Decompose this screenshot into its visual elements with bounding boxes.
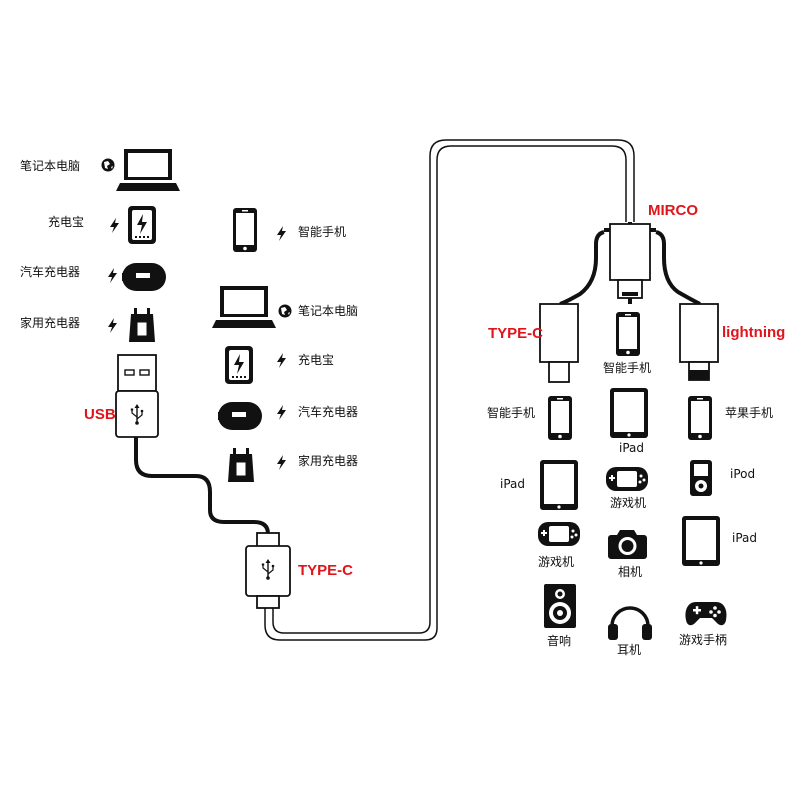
device-label: 苹果手机 — [725, 406, 773, 420]
tablet-icon — [682, 516, 720, 566]
bolt-icon — [277, 405, 286, 420]
bolt-icon — [110, 218, 119, 233]
middle-item-label: 家用充电器 — [298, 453, 358, 468]
device-label: iPod — [730, 467, 755, 481]
speaker-icon — [544, 584, 576, 628]
phone-icon — [688, 396, 712, 440]
device-grid: 智能手机 智能手机 iPad 苹果手机 iPad 游戏机 iPod 游戏机 相机… — [487, 312, 773, 657]
typec-connector-splitter — [539, 303, 579, 383]
lightning-label: lightning — [722, 324, 785, 341]
middle-item-label: 笔记本电脑 — [298, 303, 358, 318]
middle-column: 智能手机 笔记本电脑 充电宝 汽车充电器 家用充电器 — [212, 208, 358, 483]
wall-charger-icon — [128, 307, 156, 343]
globe-icon — [278, 304, 292, 318]
left-item-label: 汽车充电器 — [20, 264, 80, 279]
bolt-icon — [108, 318, 117, 333]
device-label: 游戏手柄 — [679, 633, 727, 647]
phone-icon — [548, 396, 572, 440]
device-label: 耳机 — [617, 643, 641, 657]
phone-icon — [233, 208, 257, 252]
device-label: 智能手机 — [487, 405, 535, 420]
typec-connector-bottom — [245, 532, 291, 609]
bolt-icon — [277, 226, 286, 241]
car-charger-icon — [218, 402, 262, 430]
device-label: 游戏机 — [538, 555, 574, 569]
usb-label: USB — [84, 406, 116, 423]
tablet-icon — [540, 460, 578, 510]
middle-item-label: 充电宝 — [298, 352, 334, 367]
device-label: iPad — [619, 441, 644, 455]
bolt-icon — [277, 353, 286, 368]
device-label: iPad — [500, 477, 525, 491]
wall-charger-icon — [227, 447, 255, 483]
device-label: 相机 — [618, 565, 642, 579]
cable-split-micro — [559, 222, 701, 306]
car-charger-icon — [122, 263, 166, 291]
cable-loop-inner — [272, 139, 635, 634]
bolt-icon — [277, 455, 286, 470]
left-column: 笔记本电脑 充电宝 汽车充电器 家用充电器 — [20, 149, 180, 343]
usb-connector — [115, 354, 159, 438]
bolt-icon — [108, 268, 117, 283]
globe-icon — [101, 158, 115, 172]
device-label: 智能手机 — [603, 360, 651, 375]
typec-label-splitter: TYPE-C — [488, 325, 543, 342]
power-bank-icon — [128, 206, 156, 244]
left-item-label: 充电宝 — [48, 214, 84, 229]
typec-label-bottom: TYPE-C — [298, 562, 353, 579]
device-label: iPad — [732, 531, 757, 545]
headphones-icon — [606, 606, 654, 642]
middle-item-label: 智能手机 — [298, 224, 346, 239]
lightning-connector — [679, 303, 719, 381]
gamepad-icon — [685, 602, 727, 626]
handheld-console-icon — [606, 467, 648, 491]
middle-item-label: 汽车充电器 — [298, 404, 358, 419]
micro-label: MIRCO — [648, 202, 698, 219]
device-label: 游戏机 — [610, 496, 646, 510]
handheld-console-icon — [538, 522, 580, 546]
camera-icon — [608, 530, 647, 559]
tablet-icon — [610, 388, 648, 438]
left-item-label: 家用充电器 — [20, 315, 80, 330]
cable-loop-outer — [264, 145, 627, 641]
left-item-label: 笔记本电脑 — [20, 158, 80, 173]
laptop-icon — [212, 286, 276, 328]
micro-connector — [609, 223, 651, 299]
ipod-icon — [690, 460, 712, 496]
laptop-icon — [116, 149, 180, 191]
device-label: 音响 — [547, 633, 571, 648]
phone-icon — [616, 312, 640, 356]
power-bank-icon — [225, 346, 253, 384]
cable-usb-typec — [134, 437, 270, 545]
